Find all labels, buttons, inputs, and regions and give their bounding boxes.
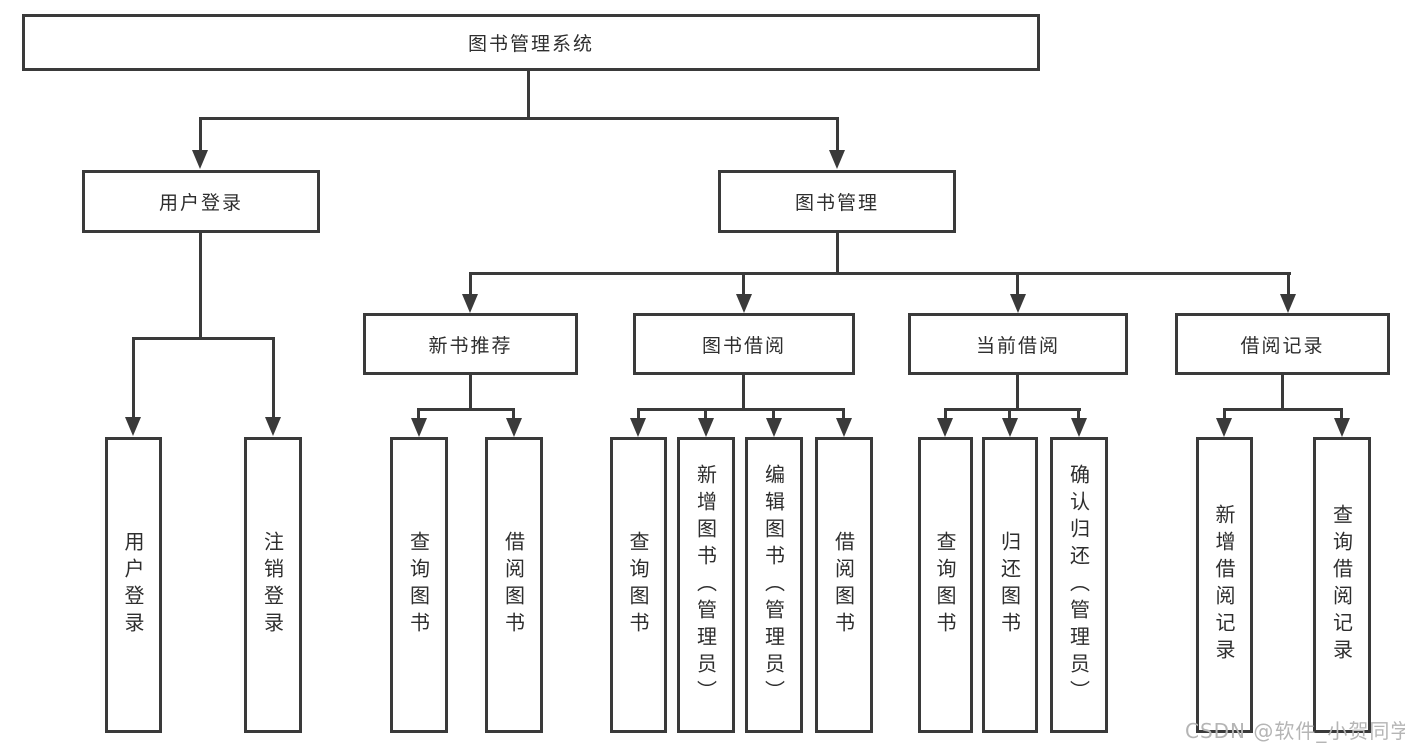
connector-line	[1281, 375, 1284, 408]
leaf-logout: 注销登录	[244, 437, 302, 733]
leaf-borrow-books-recommend-label: 借阅图书	[501, 531, 526, 639]
connector-line	[1016, 375, 1019, 408]
node-book-management: 图书管理	[718, 170, 956, 233]
arrowhead-icon	[836, 418, 852, 437]
arrowhead-icon	[192, 150, 208, 169]
arrowhead-icon	[411, 418, 427, 437]
node-book-borrowing: 图书借阅	[633, 313, 855, 375]
arrowhead-icon	[766, 418, 782, 437]
connector-line	[742, 272, 745, 294]
connector-line	[199, 117, 202, 150]
leaf-query-borrow-record: 查询借阅记录	[1313, 437, 1371, 733]
leaf-query-books-recommend-label: 查询图书	[406, 531, 431, 639]
node-book-management-label: 图书管理	[794, 192, 879, 214]
node-user-login: 用户登录	[82, 170, 320, 233]
node-root: 图书管理系统	[22, 14, 1040, 71]
connector-line	[1340, 408, 1343, 419]
connector-line	[944, 408, 1081, 411]
leaf-query-books-current-label: 查询图书	[933, 531, 957, 639]
arrowhead-icon	[937, 418, 953, 437]
connector-line	[527, 71, 530, 117]
connector-line	[772, 408, 775, 419]
leaf-query-books-borrowing-label: 查询图书	[626, 531, 650, 639]
node-new-book-recommend-label: 新书推荐	[428, 334, 513, 357]
leaf-borrow-books-borrowing-label: 借阅图书	[831, 531, 856, 639]
leaf-return-books-label: 归还图书	[997, 531, 1022, 639]
connector-line	[469, 272, 1291, 275]
leaf-edit-books-admin-label: 编辑图书（管理员）	[761, 463, 786, 707]
arrowhead-icon	[698, 418, 714, 437]
node-borrowing-records-label: 借阅记录	[1240, 334, 1325, 357]
connector-line	[1223, 408, 1226, 419]
arrowhead-icon	[125, 417, 141, 436]
leaf-return-books: 归还图书	[982, 437, 1038, 733]
arrowhead-icon	[265, 417, 281, 436]
connector-line	[417, 408, 515, 411]
connector-line	[742, 375, 745, 408]
leaf-add-borrow-record-label: 新增借阅记录	[1212, 504, 1236, 666]
connector-line	[199, 117, 839, 120]
leaf-query-books-current: 查询图书	[918, 437, 973, 733]
arrowhead-icon	[1071, 418, 1087, 437]
connector-line	[704, 408, 707, 419]
connector-line	[836, 233, 839, 272]
connector-line	[132, 337, 135, 417]
connector-line	[637, 408, 640, 419]
leaf-add-borrow-record: 新增借阅记录	[1196, 437, 1253, 733]
connector-line	[469, 375, 472, 408]
leaf-confirm-return-admin: 确认归还（管理员）	[1050, 437, 1108, 733]
node-current-borrowing-label: 当前借阅	[975, 334, 1060, 357]
connector-line	[469, 272, 472, 294]
leaf-borrow-books-recommend: 借阅图书	[485, 437, 543, 733]
arrowhead-icon	[736, 294, 752, 313]
connector-line	[417, 408, 420, 419]
arrowhead-icon	[1010, 294, 1026, 313]
watermark: CSDN @软件_小贺同学	[1185, 719, 1405, 743]
arrowhead-icon	[829, 150, 845, 169]
connector-line	[1008, 408, 1011, 419]
arrowhead-icon	[462, 294, 478, 313]
leaf-query-borrow-record-label: 查询借阅记录	[1329, 504, 1354, 666]
connector-line	[512, 408, 515, 419]
leaf-add-books-admin: 新增图书（管理员）	[677, 437, 735, 733]
connector-line	[836, 117, 839, 150]
connector-line	[1016, 272, 1019, 294]
leaf-edit-books-admin: 编辑图书（管理员）	[745, 437, 803, 733]
leaf-query-books-recommend: 查询图书	[390, 437, 448, 733]
leaf-add-books-admin-label: 新增图书（管理员）	[693, 463, 718, 707]
node-user-login-label: 用户登录	[158, 192, 243, 214]
arrowhead-icon	[630, 418, 646, 437]
leaf-borrow-books-borrowing: 借阅图书	[815, 437, 873, 733]
arrowhead-icon	[1334, 418, 1350, 437]
node-new-book-recommend: 新书推荐	[363, 313, 578, 375]
leaf-user-login: 用户登录	[105, 437, 162, 733]
arrowhead-icon	[1002, 418, 1018, 437]
connector-line	[272, 337, 275, 417]
node-book-borrowing-label: 图书借阅	[701, 334, 786, 357]
connector-line	[637, 408, 845, 411]
connector-line	[199, 233, 202, 337]
node-root-label: 图书管理系统	[467, 33, 594, 55]
arrowhead-icon	[506, 418, 522, 437]
leaf-confirm-return-admin-label: 确认归还（管理员）	[1066, 463, 1091, 707]
node-borrowing-records: 借阅记录	[1175, 313, 1390, 375]
connector-line	[132, 337, 275, 340]
connector-line	[1287, 272, 1290, 294]
connector-line	[1223, 408, 1343, 411]
node-current-borrowing: 当前借阅	[908, 313, 1128, 375]
connector-line	[842, 408, 845, 419]
leaf-logout-label: 注销登录	[260, 531, 285, 639]
arrowhead-icon	[1216, 418, 1232, 437]
connector-line	[1077, 408, 1080, 419]
connector-line	[944, 408, 947, 419]
leaf-user-login-label: 用户登录	[121, 531, 145, 639]
arrowhead-icon	[1280, 294, 1296, 313]
leaf-query-books-borrowing: 查询图书	[610, 437, 667, 733]
